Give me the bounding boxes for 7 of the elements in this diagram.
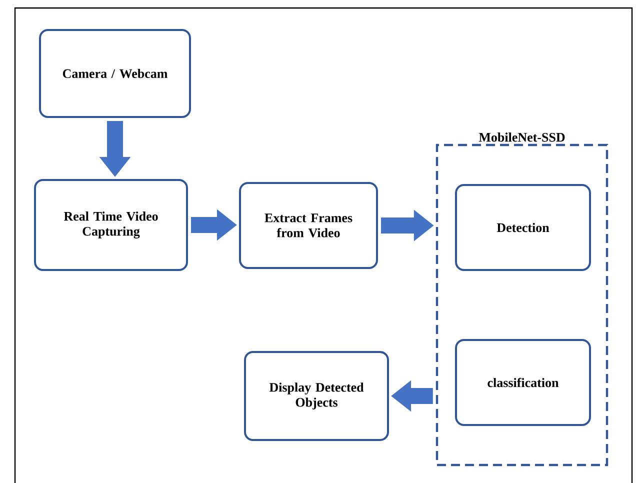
process-box: Camera / Webcam: [39, 29, 191, 118]
process-box: Extract Frames from Video: [239, 182, 378, 269]
process-box: Display Detected Objects: [244, 351, 389, 441]
process-box: classification: [455, 339, 591, 426]
process-box: Detection: [455, 184, 591, 271]
process-box: Real Time Video Capturing: [34, 179, 188, 271]
node-label: MobileNet-SSD: [478, 132, 565, 142]
